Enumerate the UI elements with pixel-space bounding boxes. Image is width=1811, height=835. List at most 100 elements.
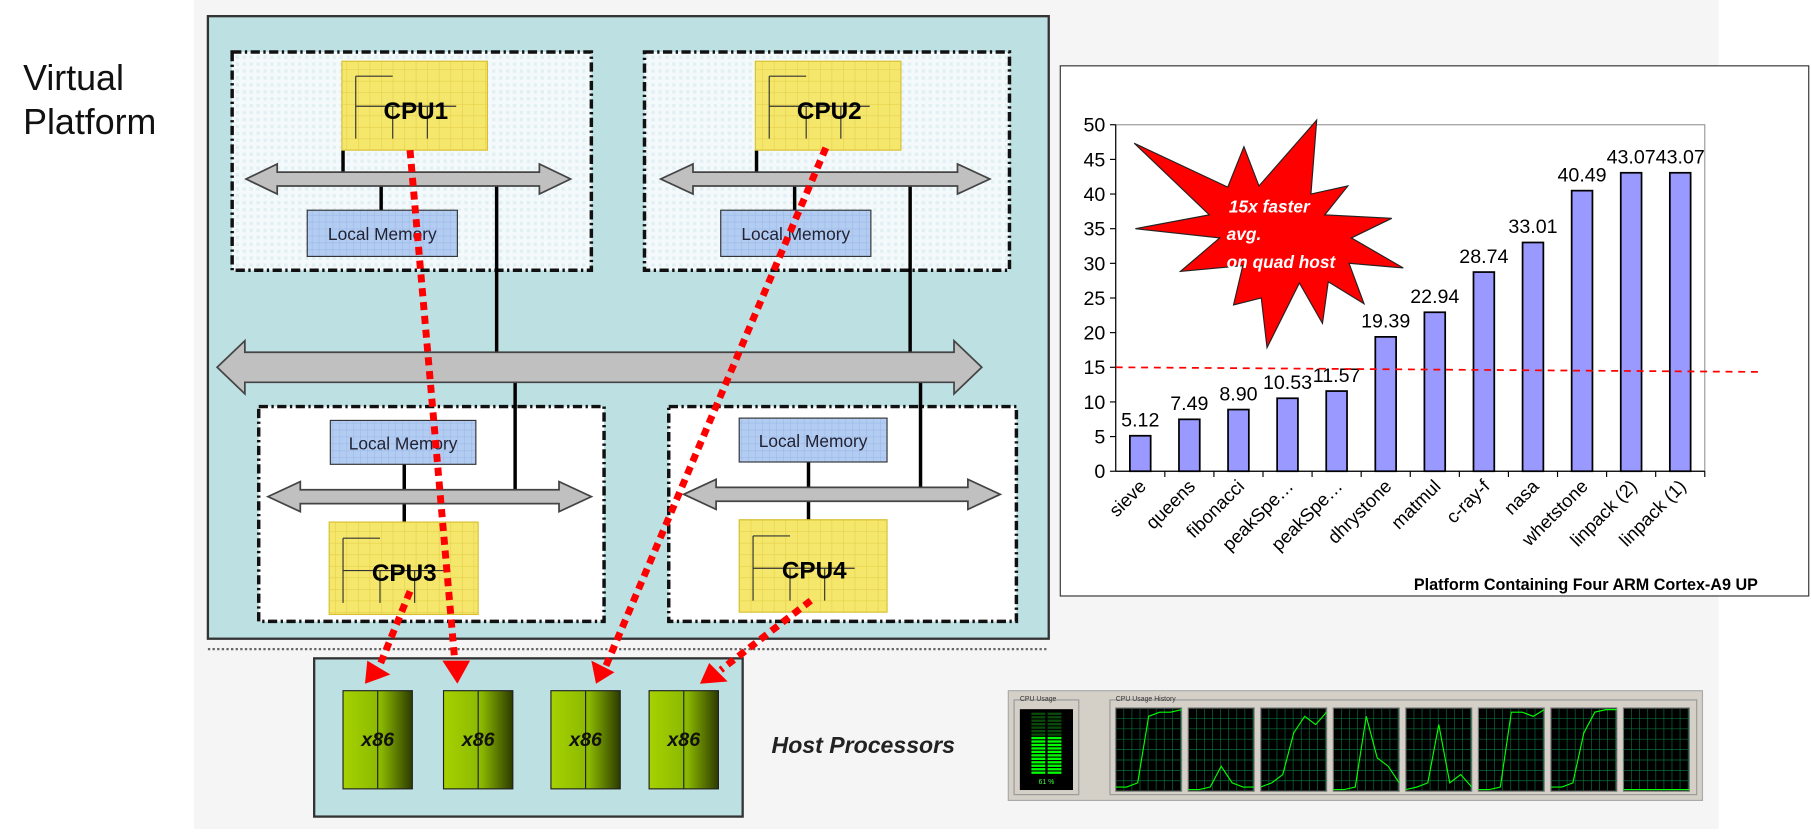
data-label: 43.07 [1656,147,1705,169]
meter-segment [1047,712,1062,715]
meter-segment [1047,729,1062,733]
cpu-history-pane-6 [1477,707,1545,792]
host-processors-label: Host Processors [772,732,956,758]
y-tick-label: 5 [1094,427,1105,449]
platform-label-2: Platform [23,102,156,142]
data-label: 28.74 [1459,246,1508,268]
cpu4-block: CPU4 [738,519,888,613]
cpu-history-pane-3 [1260,707,1328,792]
cpu3-block: CPU3 [328,521,479,616]
cpu1-block: CPU1 [341,60,488,151]
meter-segment [1031,743,1046,747]
x86-chip-3: x86 [550,690,621,790]
bar-11 [1668,171,1692,473]
bar-8 [1521,241,1545,473]
meter-segment [1047,747,1062,750]
y-tick-label: 30 [1083,253,1105,275]
cpu-usage-title: CPU Usage [1020,696,1057,703]
cpu-history-pane-1 [1115,707,1183,792]
cpu-history-title: CPU Usage History [1116,696,1177,703]
meter-segment [1031,733,1046,736]
svg-text:Local Memory: Local Memory [349,433,458,453]
meter-segment [1031,761,1046,764]
data-label: 5.12 [1121,410,1159,432]
cpu-usage-group [1013,699,1080,796]
svg-text:Local Memory: Local Memory [328,224,437,244]
local-bus-4 [681,477,1003,511]
chart-title: Platform Containing Four ARM Cortex-A9 U… [1414,576,1758,594]
svg-text:CPU2: CPU2 [797,98,862,125]
cpu-usage-meter [1019,709,1073,791]
meter-segment [1047,716,1062,719]
meter-segment [1047,757,1062,760]
local-bus-3 [265,480,594,514]
meter-segment [1031,719,1046,722]
meter-segment [1047,736,1062,740]
bar-3 [1276,397,1299,473]
data-label: 10.53 [1263,372,1312,394]
meter-segment [1047,771,1062,774]
meter-segment [1047,719,1062,722]
system-bus [215,338,984,396]
data-label: 7.49 [1170,393,1208,415]
average-reference-line [1115,366,1758,373]
svg-text:CPU3: CPU3 [372,560,437,587]
y-tick-label: 45 [1083,149,1105,171]
y-tick-label: 50 [1083,115,1105,137]
x86-chip-2: x86 [442,690,514,790]
data-label: 33.01 [1508,216,1557,238]
meter-segment [1047,733,1062,736]
cpu-usage-value: 61 % [1039,779,1055,786]
data-label: 22.94 [1410,286,1459,308]
svg-text:x86: x86 [568,729,603,751]
svg-text:x86: x86 [666,729,701,751]
cpu2-block: CPU2 [754,60,902,151]
y-tick-label: 25 [1083,288,1105,310]
svg-text:x86: x86 [461,729,496,751]
callout-line1: 15x faster [1229,197,1311,217]
svg-text:Local Memory: Local Memory [759,431,868,451]
meter-segment [1047,768,1062,771]
local-bus-1 [244,162,573,196]
y-tick-label: 10 [1083,392,1105,414]
meter-segment [1047,764,1062,767]
local-bus-2 [658,162,992,196]
mapping-arrows [375,146,830,673]
callout-line2: avg. [1227,224,1262,244]
bar-5 [1374,336,1397,473]
data-label: 11.57 [1313,365,1361,387]
meter-segment [1031,750,1046,754]
meter-segment [1047,723,1062,726]
cpu-history-pane-7 [1550,707,1618,792]
callout-line3: on quad host [1227,252,1337,272]
meter-segment [1031,723,1046,726]
meter-segment [1031,729,1046,733]
bar-0 [1129,434,1152,473]
meter-segment [1031,740,1046,743]
cpu-history-pane-4 [1332,707,1400,792]
meter-segment [1031,736,1046,740]
y-tick-label: 15 [1083,357,1105,379]
y-tick-label: 35 [1083,219,1105,241]
local-memory-4: Local Memory [738,417,888,463]
cpu-history-group [1109,699,1698,796]
callout-starburst: 15x faster avg. on quad host [1133,118,1404,350]
local-memory-1: Local Memory [306,209,458,257]
cpu-history-pane-8 [1622,707,1690,792]
meter-segment [1047,761,1062,764]
bar-4 [1325,390,1348,473]
meter-segment [1031,764,1046,767]
bar-1 [1178,418,1201,473]
bar-9 [1570,189,1594,473]
bar-6 [1423,311,1447,473]
bar-2 [1227,408,1250,473]
meter-segment [1031,757,1046,760]
meter-segment [1031,754,1046,757]
meter-segment [1047,726,1062,729]
svg-text:Local Memory: Local Memory [741,224,850,244]
meter-segment [1047,754,1062,757]
meter-segment [1031,716,1046,719]
meter-segment [1031,712,1046,715]
